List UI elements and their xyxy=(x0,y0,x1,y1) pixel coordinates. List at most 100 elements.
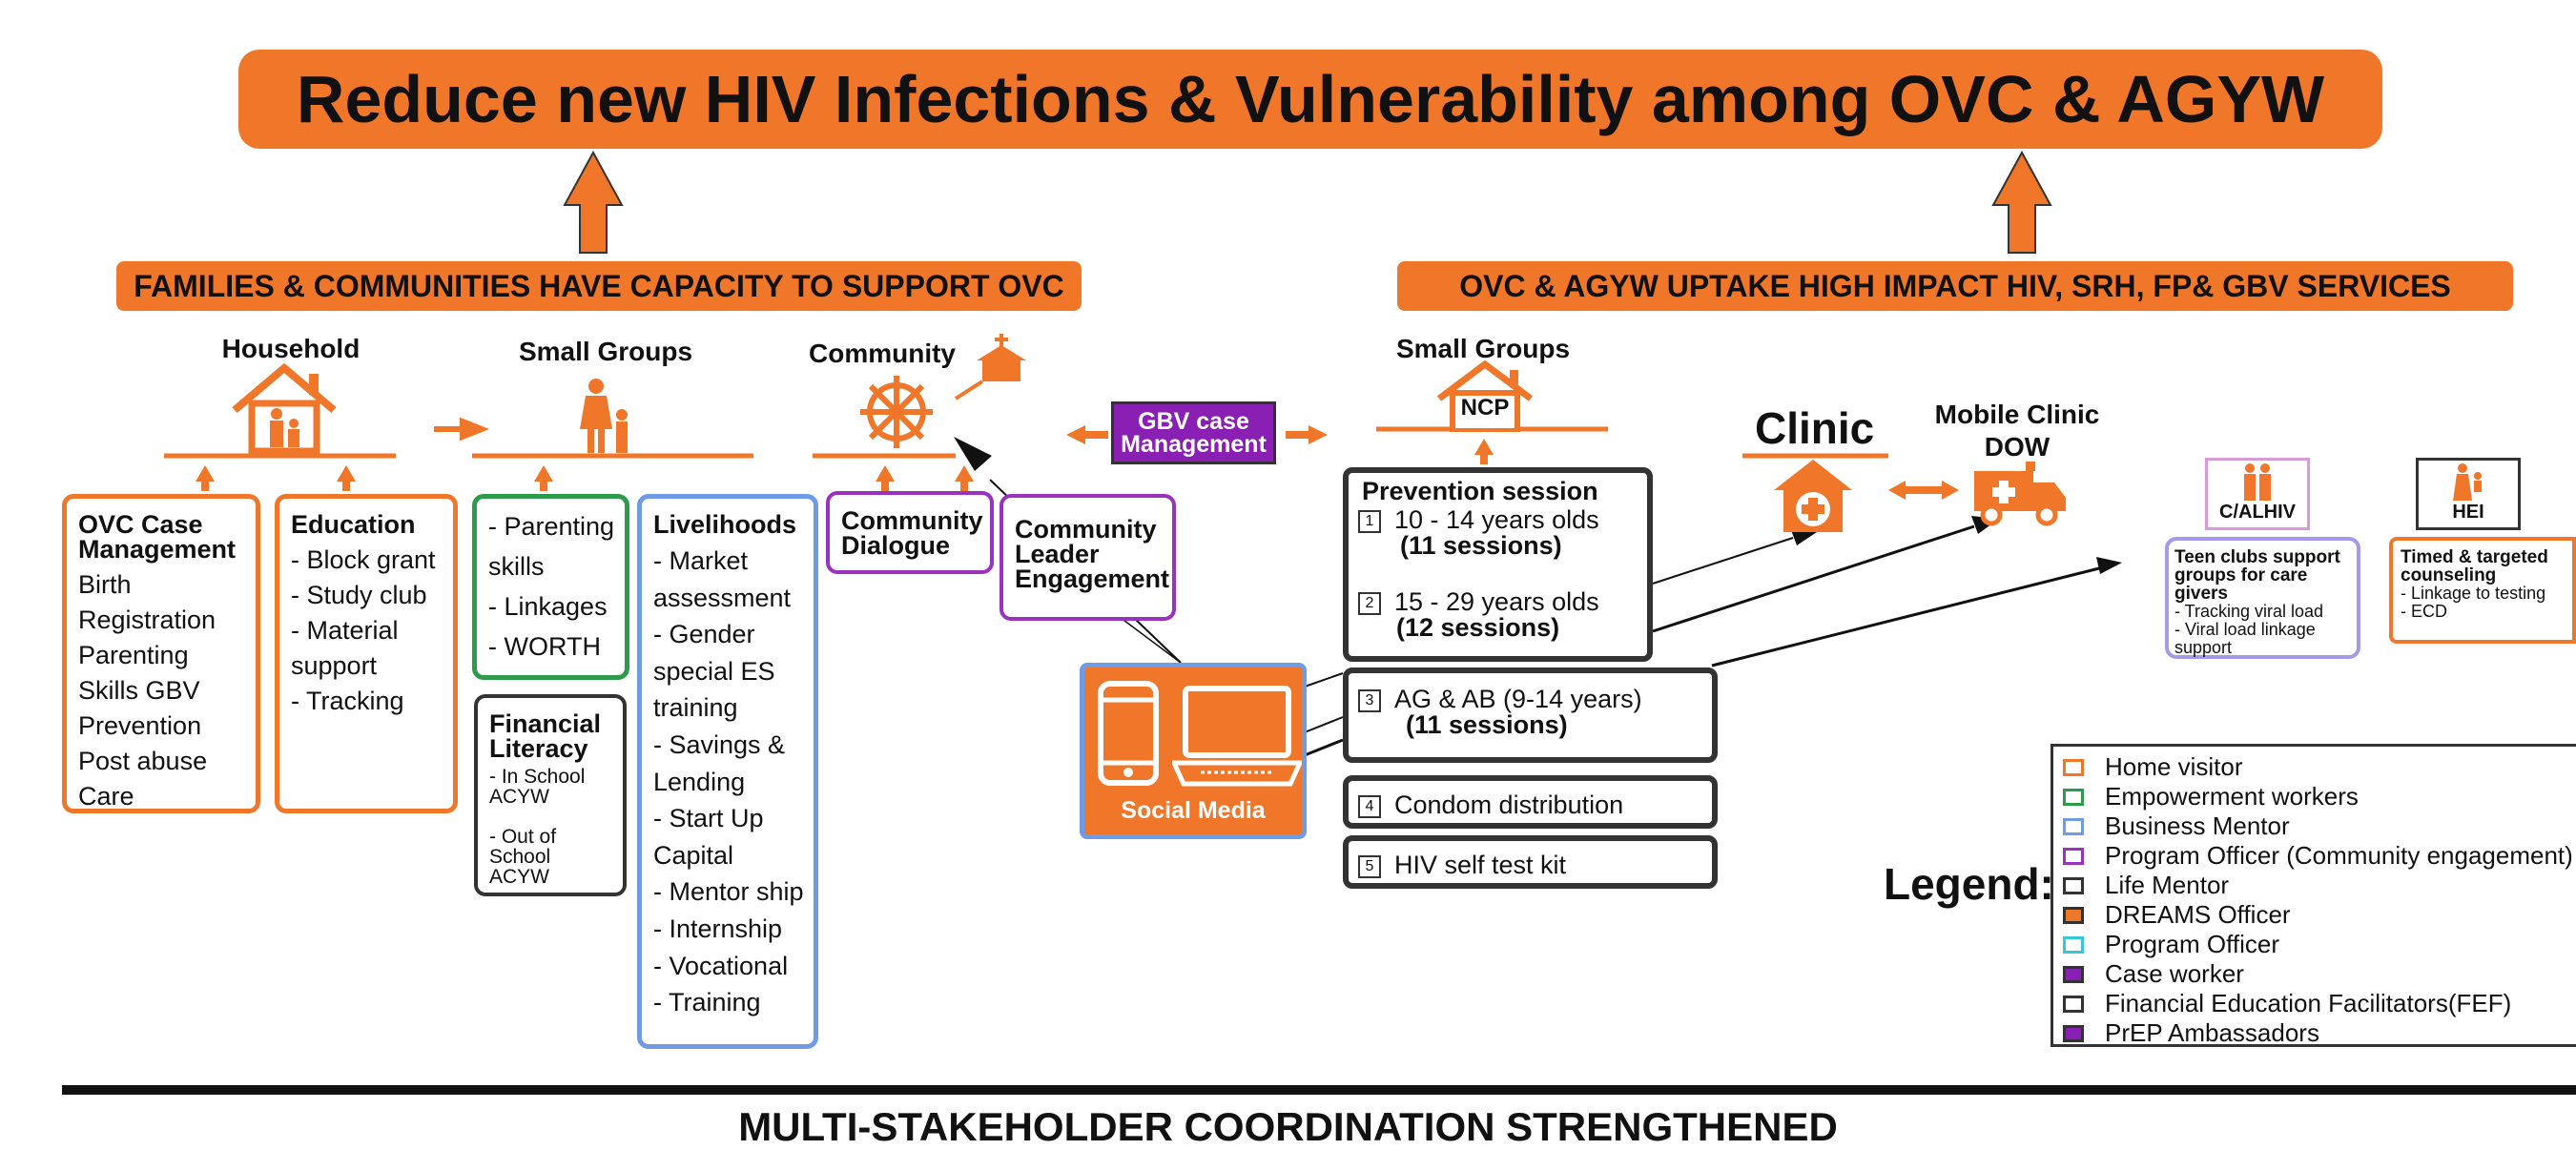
clinic-label: Clinic xyxy=(1755,403,1875,453)
service-self-test-content: 5 HIV self test kit xyxy=(1358,851,1566,880)
legend-item: Business Mentor xyxy=(2063,811,2576,841)
community-leader-box: Community Leader Engagement xyxy=(999,494,1176,621)
livelihoods-body: - Market assessment - Gender special ES … xyxy=(653,546,804,1017)
hei-title: Timed & targeted counseling xyxy=(2401,547,2548,585)
small-groups-label: Small Groups xyxy=(518,337,693,366)
education-body: - Block grant - Study club - Material su… xyxy=(291,545,436,715)
footer-title: MULTI-STAKEHOLDER COORDINATION STRENGTHE… xyxy=(738,1104,1838,1149)
legend-swatch-icon xyxy=(2063,876,2084,894)
service-ag-ab-sub: (11 sessions) xyxy=(1406,709,1568,739)
service-condom-label: Condom distribution xyxy=(1394,791,1624,819)
prevention-item-2: 2 15 - 29 years olds (12 sessions) xyxy=(1358,589,1599,640)
prevention-item-1-label: 10 - 14 years olds xyxy=(1394,505,1599,534)
phone-icon xyxy=(1098,681,1159,786)
prevention-item-2-label: 15 - 29 years olds xyxy=(1394,587,1599,616)
legend-label: Financial Education Facilitators(FEF) xyxy=(2105,989,2512,1017)
legend-item: Case worker xyxy=(2063,959,2576,989)
couple-icon xyxy=(2244,463,2271,501)
ovc-case-management-box: OVC Case Management Birth Registration P… xyxy=(62,494,260,813)
legend-label: DREAMS Officer xyxy=(2105,900,2291,929)
legend-label: Empowerment workers xyxy=(2105,782,2359,811)
legend-swatch-icon xyxy=(2063,817,2084,835)
number-3-icon: 3 xyxy=(1358,688,1381,712)
service-self-test-label: HIV self test kit xyxy=(1394,851,1567,879)
financial-literacy-box: Financial Literacy - In School ACYW - Ou… xyxy=(474,694,627,896)
hei-tag-label: HEI xyxy=(2452,502,2484,523)
up-arrow-right xyxy=(1991,150,2052,254)
social-media-box: Social Media xyxy=(1080,663,1307,839)
legend-item: Program Officer (Community engagement) xyxy=(2063,841,2576,871)
legend-title: Legend: xyxy=(1884,859,2054,909)
service-ag-ab-content: 3 AG & AB (9-14 years) (11 sessions) xyxy=(1358,687,1642,737)
legend-swatch-icon xyxy=(2063,1024,2084,1042)
livelihoods-box: Livelihoods - Market assessment - Gender… xyxy=(637,494,818,1049)
calhiv-tag-label: C/ALHIV xyxy=(2219,502,2296,523)
prevention-session-box: Prevention session 1 10 - 14 years olds (… xyxy=(1343,467,1653,662)
legend-swatch-icon xyxy=(2063,847,2084,865)
legend-item: Life Mentor xyxy=(2063,871,2576,900)
gbv-case-management: GBV case Management xyxy=(1111,401,1276,464)
legend-item: Home visitor xyxy=(2063,752,2576,782)
goal-banner: Reduce new HIV Infections & Vulnerabilit… xyxy=(238,50,2382,149)
calhiv-box: Teen clubs support groups for care giver… xyxy=(2165,537,2360,659)
financial-title: Financial Literacy xyxy=(489,709,602,763)
community-dialogue-box: Community Dialogue xyxy=(826,491,994,574)
service-self-test-box: 5 HIV self test kit xyxy=(1343,835,1718,889)
legend-item: Empowerment workers xyxy=(2063,782,2576,811)
prevention-item-1-sub: (11 sessions) xyxy=(1400,530,1562,560)
parent-child-icon xyxy=(580,379,628,453)
hei-body: - Linkage to testing - ECD xyxy=(2401,584,2546,621)
prevention-item-1: 1 10 - 14 years olds (11 sessions) xyxy=(1358,507,1599,558)
legend-label: Life Mentor xyxy=(2105,871,2230,899)
legend-swatch-icon xyxy=(2063,758,2084,776)
laptop-icon xyxy=(1172,686,1302,787)
legend-item: Financial Education Facilitators(FEF) xyxy=(2063,989,2576,1018)
ncp-house-icon xyxy=(1436,360,1534,432)
financial-body: - In School ACYW - Out of School ACYW xyxy=(489,766,586,888)
small-groups-right-label: Small Groups xyxy=(1395,334,1571,363)
number-1-icon: 1 xyxy=(1358,509,1381,533)
clinic-house-icon xyxy=(1774,460,1852,532)
community-wheel-icon xyxy=(860,376,933,448)
service-condom-box: 4 Condom distribution xyxy=(1343,775,1718,829)
legend-swatch-icon xyxy=(2063,965,2084,983)
community-dialogue-title: Community Dialogue xyxy=(841,506,983,560)
number-4-icon: 4 xyxy=(1358,794,1381,818)
prevention-item-2-sub: (12 sessions) xyxy=(1396,612,1560,642)
education-title: Education xyxy=(291,510,416,539)
hei-tag: HEI xyxy=(2416,458,2521,530)
legend-label: Case worker xyxy=(2105,959,2244,988)
legend-label: PrEP Ambassadors xyxy=(2105,1018,2319,1047)
legend-label: Home visitor xyxy=(2105,752,2243,781)
number-5-icon: 5 xyxy=(1358,854,1381,878)
ovc-title: OVC Case Management xyxy=(78,510,237,564)
up-arrow-left xyxy=(563,150,624,254)
ncp-label: NCP xyxy=(1460,395,1510,421)
household-label: Household xyxy=(221,334,361,363)
legend-label: Program Officer (Community engagement) xyxy=(2105,841,2573,870)
legend-swatch-icon xyxy=(2063,995,2084,1013)
house-family-icon xyxy=(232,362,337,455)
parenting-body: - Parenting skills - Linkages - WORTH xyxy=(488,512,615,661)
legend-item: DREAMS Officer xyxy=(2063,900,2576,930)
service-ag-ab-box: 3 AG & AB (9-14 years) (11 sessions) xyxy=(1343,667,1718,763)
calhiv-tag: C/ALHIV xyxy=(2205,458,2310,530)
prevention-title: Prevention session xyxy=(1362,477,1598,505)
parenting-box: - Parenting skills - Linkages - WORTH xyxy=(472,494,629,680)
education-box: Education - Block grant - Study club - M… xyxy=(275,494,458,813)
left-outcome-bar: FAMILIES & COMMUNITIES HAVE CAPACITY TO … xyxy=(116,261,1082,311)
legend-swatch-icon xyxy=(2063,788,2084,806)
social-media-label: Social Media xyxy=(1121,797,1266,824)
calhiv-title: Teen clubs support groups for care giver… xyxy=(2174,547,2340,604)
service-ag-ab-label: AG & AB (9-14 years) xyxy=(1394,685,1642,713)
ovc-body: Birth Registration Parenting Skills GBV … xyxy=(78,570,216,811)
legend-item: Program Officer xyxy=(2063,930,2576,959)
ambulance-icon xyxy=(1974,462,2066,526)
legend-swatch-icon xyxy=(2063,935,2084,954)
number-2-icon: 2 xyxy=(1358,591,1381,615)
church-icon xyxy=(977,334,1026,381)
mobile-clinic-label: Mobile Clinic DOW xyxy=(1934,400,2100,462)
legend-label: Program Officer xyxy=(2105,930,2280,958)
